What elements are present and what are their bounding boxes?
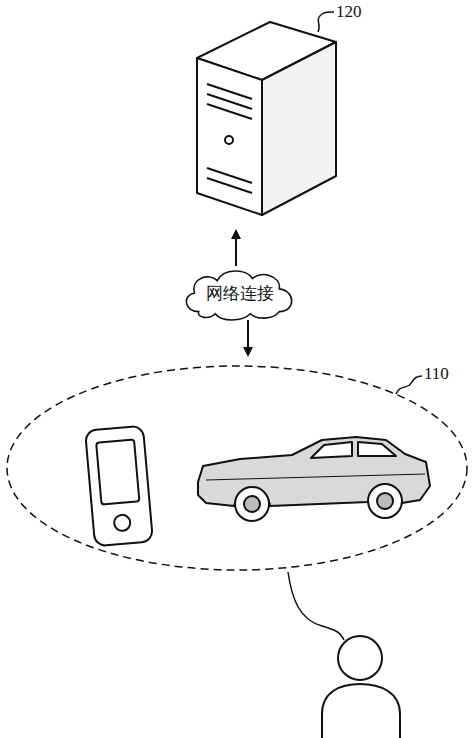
phone-button bbox=[114, 514, 131, 531]
leader-line bbox=[396, 376, 422, 394]
node-label: 网络连接 bbox=[206, 282, 274, 305]
car-window bbox=[311, 442, 352, 458]
car-trim bbox=[206, 474, 425, 480]
car-wheel bbox=[235, 487, 269, 521]
car-wheel bbox=[368, 484, 402, 518]
device-group-ellipse bbox=[7, 366, 467, 570]
user-link-line bbox=[288, 572, 344, 640]
cloud-shape bbox=[186, 271, 291, 320]
user-head bbox=[338, 636, 382, 680]
server-front bbox=[197, 58, 262, 215]
up-arrow bbox=[235, 234, 237, 266]
phone-body bbox=[85, 426, 153, 547]
callout-number: 110 bbox=[424, 364, 449, 384]
user-body bbox=[322, 684, 400, 738]
user-icon bbox=[322, 636, 400, 738]
car-hub bbox=[377, 493, 393, 509]
callout-number: 120 bbox=[336, 2, 362, 22]
phone-screen bbox=[96, 440, 139, 505]
down-arrow bbox=[247, 320, 249, 352]
cloud-node: 网络连接 bbox=[178, 264, 302, 322]
phone-icon bbox=[85, 426, 153, 547]
server-led bbox=[225, 136, 233, 144]
server-side bbox=[262, 42, 336, 215]
car-hub bbox=[244, 496, 260, 512]
server-icon bbox=[197, 22, 336, 215]
server-slot bbox=[207, 178, 252, 193]
server-slot bbox=[207, 104, 252, 119]
car-icon bbox=[198, 437, 430, 521]
car-window bbox=[358, 442, 396, 456]
leader-line bbox=[318, 12, 334, 32]
